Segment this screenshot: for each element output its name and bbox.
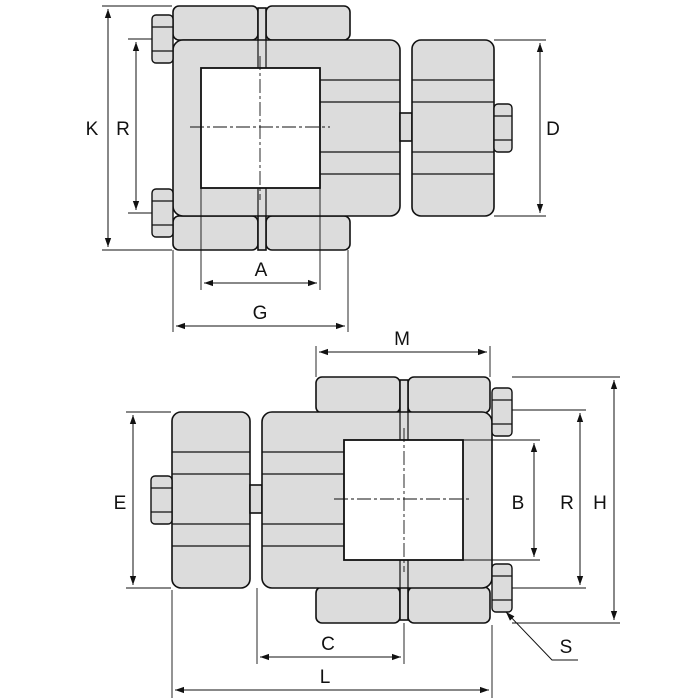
top-clamp-plate-right <box>265 5 351 41</box>
dimension-m-label: M <box>394 329 410 350</box>
dimension-c-label: C <box>321 634 335 655</box>
dimension-r-bottom-label: R <box>560 493 574 514</box>
bolt-head-lower-right <box>491 563 513 613</box>
dimension-s-label: S <box>560 637 573 658</box>
dimension-l-label: L <box>320 667 331 688</box>
bolt-head-upper-right <box>491 387 513 437</box>
dimension-g-label: G <box>253 303 268 324</box>
dimension-h-label: H <box>593 493 607 514</box>
top-view: K R D A G <box>84 5 565 332</box>
connecting-pin <box>399 112 413 142</box>
bolt-head-right <box>493 103 513 153</box>
dimension-b-label: B <box>512 493 525 514</box>
bottom-clamp-plate-left <box>172 215 259 251</box>
lower-clamp-plate-left <box>315 586 401 624</box>
dimension-r-top-label: R <box>116 119 130 140</box>
lower-clamp-plate-right <box>407 586 491 624</box>
bottom-view: M E B R H C L S <box>110 329 620 698</box>
bolt-head-left-bottom <box>150 475 173 525</box>
bore-square <box>200 67 321 189</box>
bolt-head-upper-left <box>151 14 174 64</box>
left-hub <box>171 411 251 589</box>
upper-clamp-plate-left <box>315 376 401 414</box>
dimension-e-label: E <box>114 493 127 514</box>
connecting-pin-bottom <box>249 484 263 514</box>
bolt-head-lower-left <box>151 188 174 238</box>
top-clamp-plate-left <box>172 5 259 41</box>
upper-clamp-plate-right <box>407 376 491 414</box>
right-hub <box>411 39 495 217</box>
dimension-d-label: D <box>546 119 560 140</box>
bore-square-bottom <box>343 439 464 561</box>
dimension-a-label: A <box>255 260 268 281</box>
dimension-k-label: K <box>86 119 99 140</box>
bottom-clamp-plate-right <box>265 215 351 251</box>
dimension-s-leader <box>505 611 578 661</box>
